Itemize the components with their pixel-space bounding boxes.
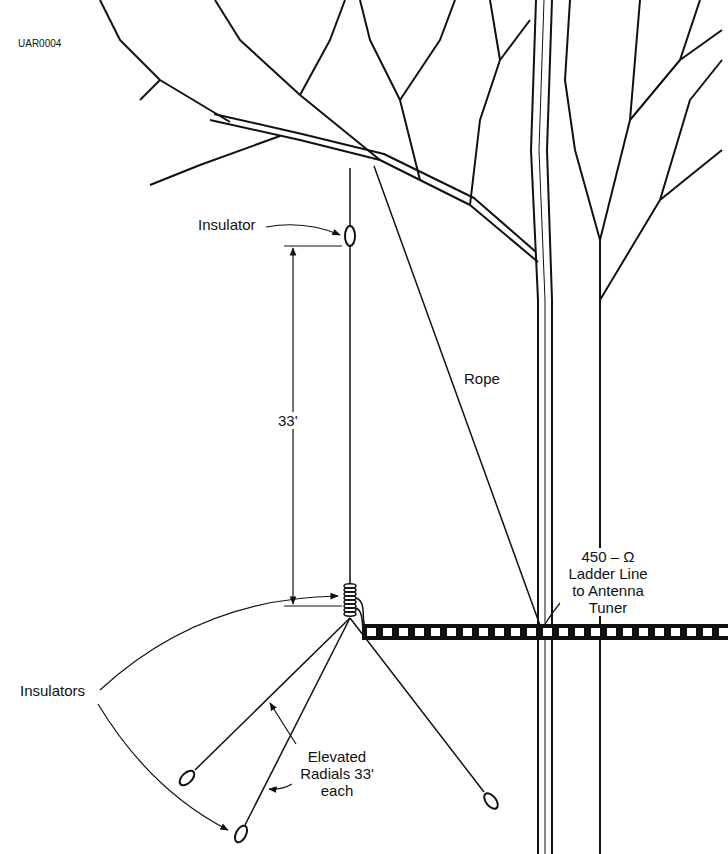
rope — [374, 166, 543, 634]
leader-lines-stroke — [269, 784, 292, 789]
tree-stroke — [600, 60, 722, 300]
leader-lines-stroke — [270, 703, 296, 744]
elevated-radials-stroke — [482, 791, 501, 811]
part-label: Insulator — [196, 216, 258, 233]
tree-stroke — [360, 0, 420, 180]
figure-id: UAR0004 — [16, 38, 63, 50]
tree-stroke — [500, 20, 530, 60]
ladder-line — [356, 598, 728, 640]
tree-stroke — [140, 80, 160, 100]
tree-stroke — [300, 0, 345, 95]
rope-stroke — [374, 166, 541, 628]
antenna-wire-stroke — [345, 226, 355, 246]
elevated-radials-stroke — [232, 824, 249, 845]
leader-lines-stroke — [266, 225, 340, 235]
dimension-line-stroke — [292, 420, 293, 604]
tree-stroke — [210, 120, 538, 262]
antenna-wire — [345, 168, 355, 584]
tree-stroke — [470, 0, 500, 205]
antenna-wire-stroke — [349, 168, 351, 226]
tree-stroke — [100, 0, 230, 122]
tree-stroke — [547, 0, 552, 854]
tree-stroke — [600, 0, 640, 854]
feedline-label: 450 – Ω Ladder Line to Antenna Tuner — [560, 548, 656, 616]
ladder-line-stroke — [362, 624, 728, 640]
tree-stroke — [214, 114, 536, 252]
tree-stroke — [215, 0, 380, 160]
dimension-line-stroke — [292, 248, 293, 420]
tree-stroke — [680, 30, 722, 60]
loading-coil — [344, 584, 356, 616]
tree-stroke — [150, 136, 280, 185]
part-label: Rope — [462, 370, 502, 387]
elevated-radials-stroke — [177, 768, 197, 788]
elevated-radials — [177, 618, 500, 844]
leader-lines-stroke — [100, 596, 338, 690]
ladder-line-stroke — [356, 598, 366, 626]
coil-winding — [344, 612, 356, 616]
tree-stroke — [531, 0, 538, 854]
antenna-wire-stroke — [349, 246, 351, 584]
tree-stroke — [565, 0, 600, 240]
tree-stroke — [660, 150, 722, 200]
tree — [100, 0, 722, 854]
dimension-line-stroke — [284, 605, 342, 606]
dimension-line-stroke — [284, 245, 342, 246]
tree-stroke — [539, 0, 545, 854]
tree-stroke — [400, 0, 455, 100]
dimension-label: 33' — [276, 412, 300, 429]
part-label: Insulators — [18, 682, 87, 699]
leader-lines — [98, 225, 566, 830]
part-label: Elevated Radials 33' each — [298, 748, 376, 799]
leader-lines-stroke — [98, 704, 228, 830]
